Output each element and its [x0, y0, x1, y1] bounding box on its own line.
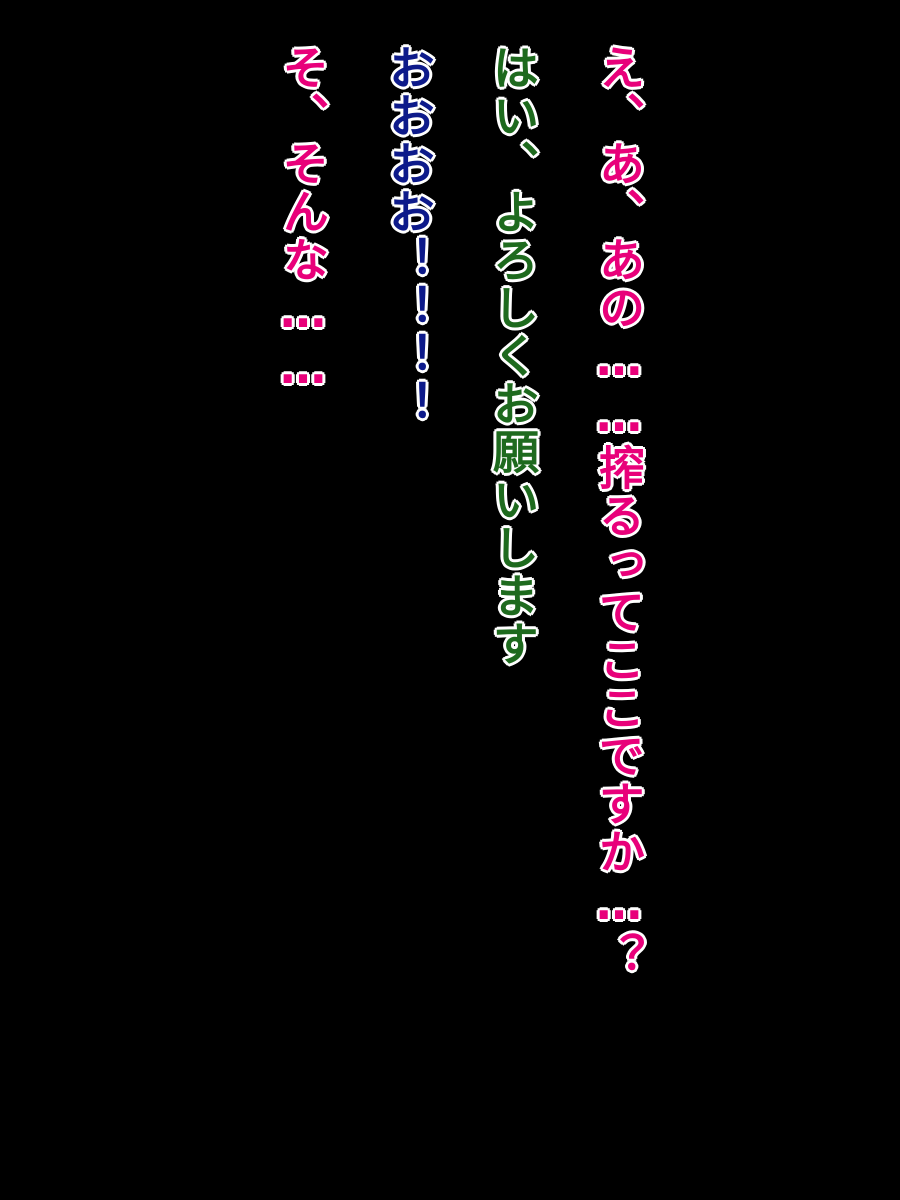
dialogue-line-3: おおおお！！！！	[381, 43, 438, 430]
dialogue-line-4: そ、そんな……	[275, 43, 332, 398]
dialogue-line-2: はい、よろしくお願いします	[485, 43, 542, 670]
dialogue-line-1: え、あ、あの……搾るってここですか…？	[591, 43, 648, 982]
